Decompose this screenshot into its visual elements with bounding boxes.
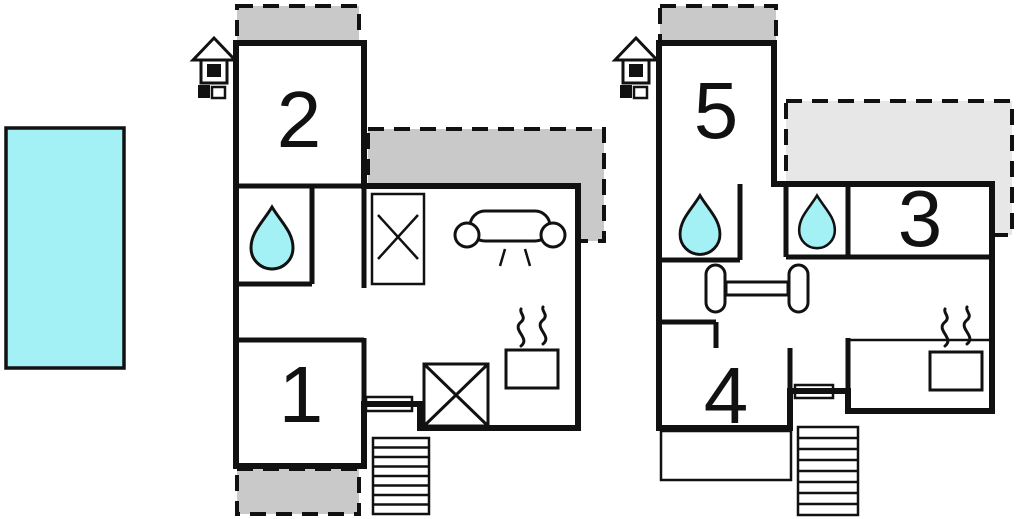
stove-icon-left — [504, 305, 560, 390]
dumbbell-icon — [704, 263, 810, 314]
room-label-5: 5 — [694, 66, 739, 155]
floor-plan-left: 2 1 — [189, 4, 606, 516]
interior-walls-right — [659, 184, 992, 391]
door-threshold-right — [793, 383, 835, 400]
building-outline-left — [233, 40, 581, 469]
stair-void-icon — [422, 362, 490, 428]
entrance-icon-left — [189, 35, 239, 100]
stove-icon-right — [928, 305, 984, 392]
room-label-3: 3 — [898, 174, 943, 263]
balcony-outline — [659, 429, 793, 482]
washing-machine-icon — [370, 192, 426, 286]
floor-plan-right: 5 3 4 — [611, 4, 1014, 517]
staircase-right — [796, 425, 860, 517]
terrace-top-right — [658, 4, 778, 44]
terrace-top-left — [235, 4, 361, 44]
sofa-icon — [453, 209, 567, 267]
entrance-icon-right — [611, 35, 661, 100]
interior-walls-left — [236, 183, 367, 404]
room-label-2: 2 — [277, 75, 322, 164]
room-label-4: 4 — [704, 351, 749, 440]
terrace-bottom-left — [235, 467, 361, 516]
door-threshold-left — [364, 395, 414, 413]
room-label-1: 1 — [279, 350, 324, 439]
swimming-pool — [4, 126, 126, 370]
staircase-left — [371, 436, 431, 516]
